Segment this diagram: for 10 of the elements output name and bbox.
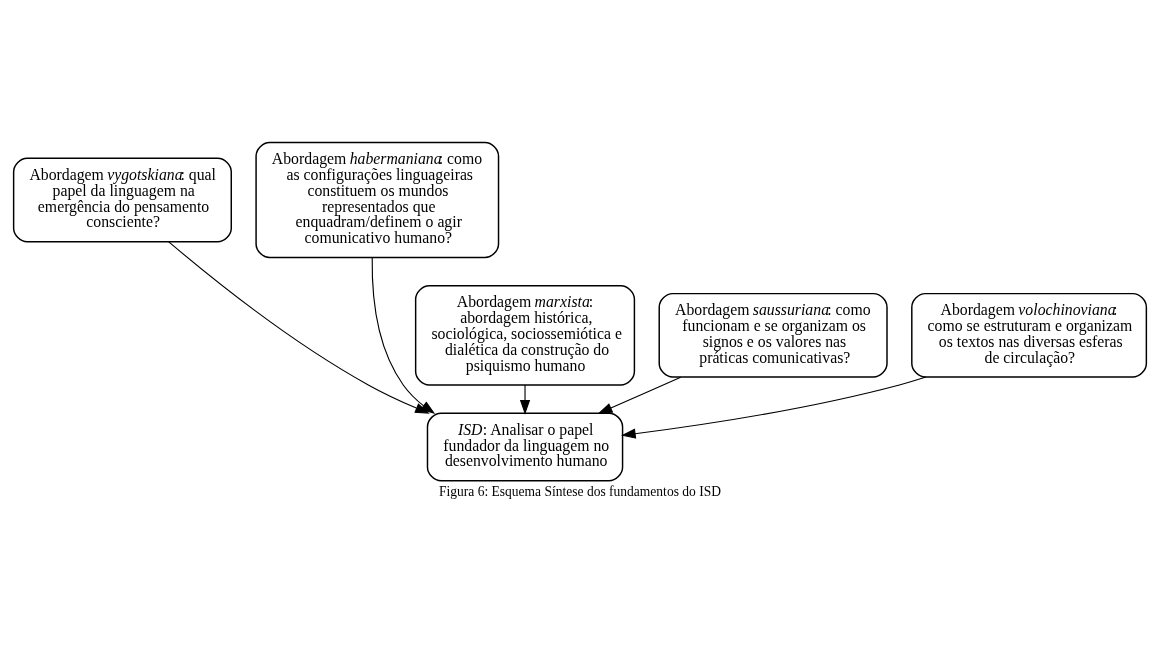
arrow (621, 376, 927, 439)
node-box: ISD: Analisar o papel fundador da linguagem no desenvolvimento humano (426, 411, 624, 482)
node-box: Abordagem marxista: abordagem histórica, sociológica, sociossemiótica e dialética da construção do psiquismo humano (414, 284, 636, 386)
arrow (519, 384, 531, 415)
node-box: Abordagem vygotskiana: qual papel da linguagem na emergência do pensamento consciente? (12, 157, 232, 242)
node-box: Abordagem saussuriana: como funcionam e se organizam os signos e os valores nas práticas comunicativas? (658, 292, 888, 378)
node-box: Abordagem volochinoviana: como se estruturam e organizam os textos nas diversas esferas de circulação? (911, 292, 1148, 378)
arrow (597, 376, 682, 414)
node-box: Abordagem habermaniana: como as configurações linguageiras constituem os mundos representados que enquadram/definem o agir comunicativo humano? (255, 141, 500, 258)
caption: Figura 6: Esquema Síntese dos fundamentos do ISD (439, 483, 721, 499)
